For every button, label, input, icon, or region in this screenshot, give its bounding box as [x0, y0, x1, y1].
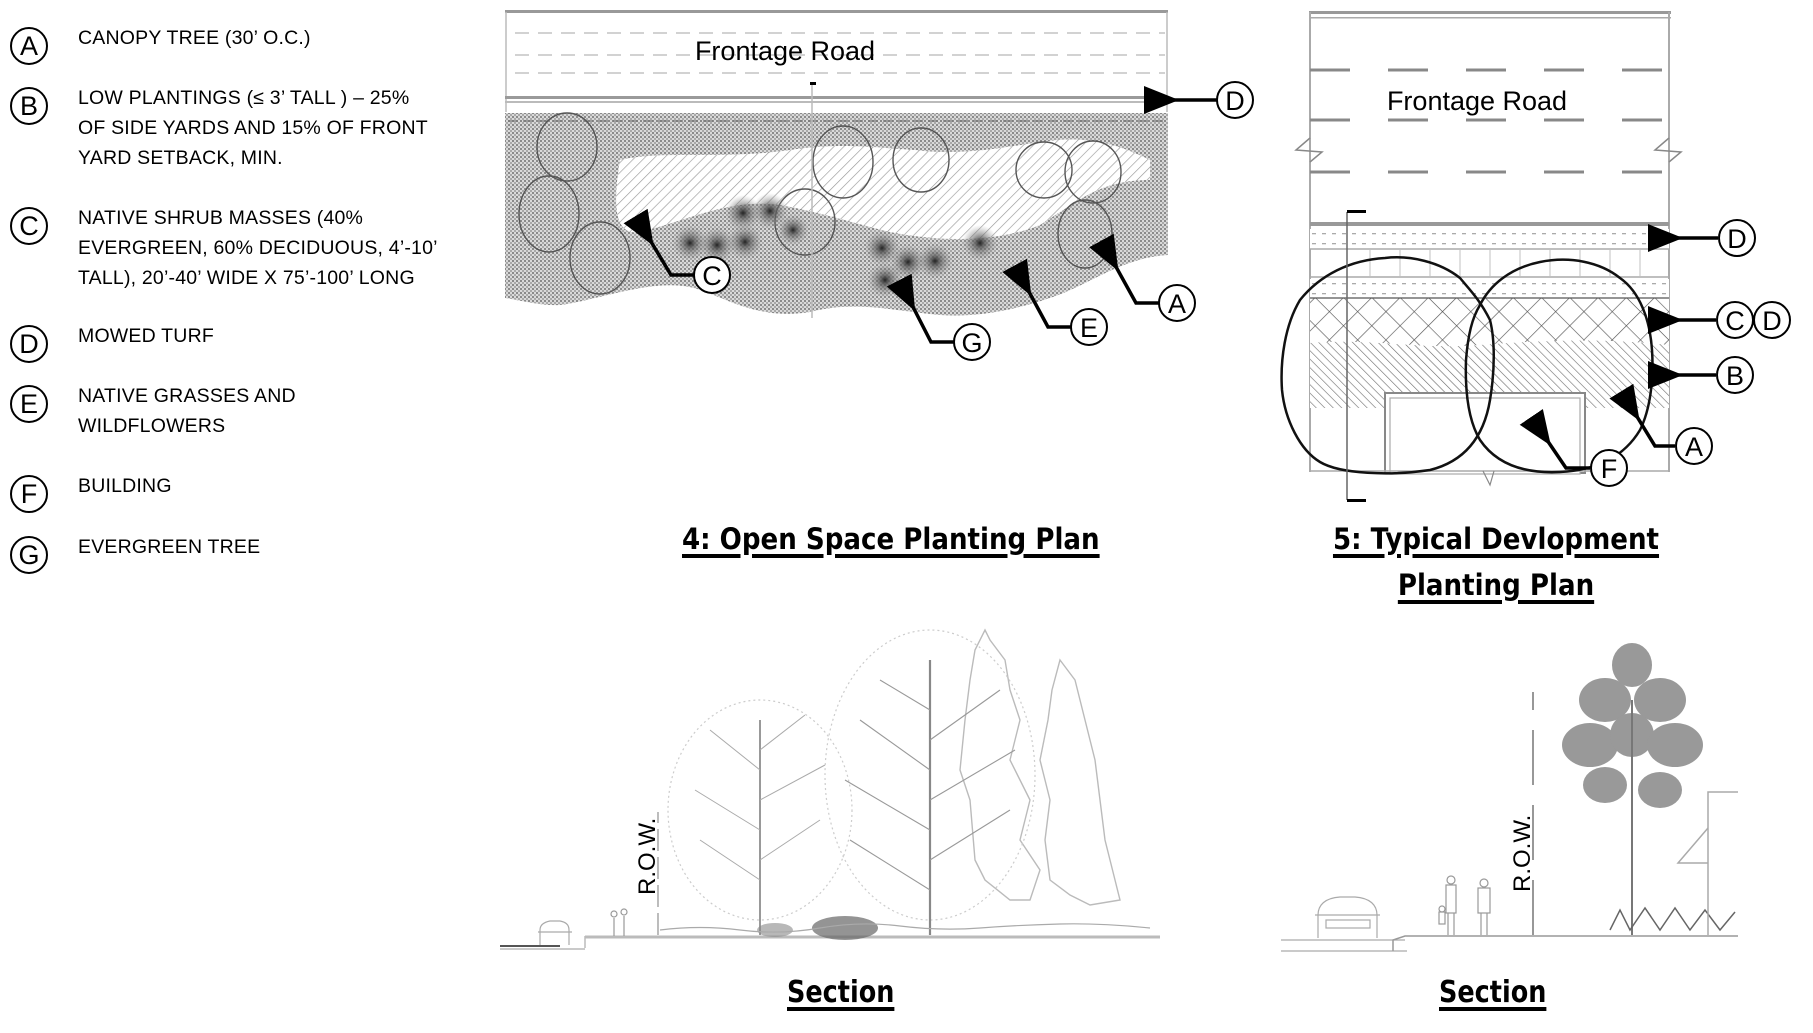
section4-grasses	[659, 923, 1151, 933]
section4-title: Section	[787, 975, 895, 1010]
legend-badge-a: A	[10, 27, 48, 65]
svg-text:D: D	[1762, 306, 1782, 336]
plan5-canopy-tree-1	[1280, 256, 1495, 475]
section4-deciduous-tree-2	[824, 629, 1036, 935]
section5-pedestrians-icon	[1438, 875, 1491, 935]
legend-item-a: A CANOPY TREE (30’ O.C.)	[10, 27, 310, 65]
legend-badge-g: G	[10, 536, 48, 574]
section4-evergreen-tree-2	[1039, 658, 1121, 906]
plan5-canopy-tree-2	[1464, 258, 1654, 474]
legend-badge-f: F	[10, 475, 48, 513]
plan5-sidewalk	[1369, 250, 1641, 276]
legend-item-b: B LOW PLANTINGS (≤ 3’ TALL ) – 25% OF SI…	[10, 87, 428, 169]
section5-drawing: R.O.W.	[1281, 643, 1738, 952]
plan5-lane-markings	[1310, 68, 1665, 174]
svg-text:G: G	[961, 328, 982, 358]
legend-label-g: EVERGREEN TREE	[78, 536, 261, 558]
section4-row-label: R.O.W.	[634, 818, 661, 895]
plan4-drawing: Frontage Road	[505, 10, 1254, 361]
plan5-callout-f: F	[1519, 408, 1628, 487]
legend-item-g: G EVERGREEN TREE	[10, 536, 260, 574]
section4-evergreen-tree-1	[959, 628, 1041, 901]
plan4-road-edge-top	[505, 10, 1168, 13]
section5-tree	[1562, 643, 1703, 935]
legend-item-c: C NATIVE SHRUB MASSES (40% EVERGREEN, 60…	[10, 207, 437, 289]
legend-label-c: NATIVE SHRUB MASSES (40% EVERGREEN, 60% …	[78, 207, 438, 289]
section5-shrubs	[1609, 906, 1736, 932]
section4-car-icon	[538, 920, 572, 945]
svg-text:A: A	[1168, 289, 1186, 319]
svg-text:C: C	[702, 261, 722, 291]
section5-ground-line	[1392, 935, 1738, 951]
plan5-title-line2: Planting Plan	[1397, 568, 1595, 602]
plan4-road-label: Frontage Road	[695, 36, 875, 66]
plan4-title: 4: Open Space Planting Plan	[682, 522, 1100, 556]
legend-item-d: D MOWED TURF	[10, 325, 214, 363]
section5-car-icon	[1315, 896, 1380, 938]
legend-label-e: NATIVE GRASSES AND WILDFLOWERS	[78, 385, 296, 437]
legend-label-f: BUILDING	[78, 475, 172, 497]
plan5-callout-a: A	[1609, 383, 1713, 465]
plan5-break-right	[1653, 137, 1683, 163]
legend-item-e: E NATIVE GRASSES AND WILDFLOWERS	[10, 385, 296, 437]
section5-title: Section	[1439, 975, 1547, 1010]
plan5-callout-b: B	[1648, 356, 1754, 394]
section4-drawing: R.O.W.	[500, 628, 1160, 950]
section5-building	[1707, 791, 1738, 935]
svg-text:E: E	[1080, 313, 1098, 343]
plan5-callout-d-top: D	[1648, 219, 1756, 257]
plan5-low-planting	[1310, 340, 1669, 408]
plan4-curb	[505, 96, 1168, 99]
plan4-callout-a: A	[1089, 233, 1196, 322]
plan4-lane-markings	[515, 32, 1165, 74]
plan5-turf-strip	[1310, 229, 1669, 249]
svg-text:F: F	[1601, 454, 1618, 484]
plan4-callout-c: C	[623, 208, 731, 294]
section5-row-label: R.O.W.	[1509, 815, 1536, 892]
plan5-callout-c-d: C D	[1648, 301, 1791, 339]
legend-badge-d: D	[10, 325, 48, 363]
plan5-break-left	[1294, 137, 1324, 163]
legend-badge-b: B	[10, 87, 48, 125]
svg-text:C: C	[1725, 306, 1745, 336]
svg-text:B: B	[1726, 361, 1744, 391]
legend-badge-c: C	[10, 207, 48, 245]
plan5-title-line1: 5: Typical Devlopment	[1332, 522, 1660, 556]
svg-text:A: A	[1685, 432, 1703, 462]
legend-badge-e: E	[10, 385, 48, 423]
plan4-canopy-trees	[518, 112, 1122, 295]
section4-pedestrians-icon	[610, 908, 628, 936]
legend-label-d: MOWED TURF	[78, 325, 214, 347]
plan4-callout-e: E	[1002, 258, 1108, 346]
plan5-road-label: Frontage Road	[1387, 86, 1567, 116]
legend-item-f: F BUILDING	[10, 475, 172, 513]
legend-label-b: LOW PLANTINGS (≤ 3’ TALL ) – 25% OF SIDE…	[78, 87, 428, 169]
plan4-turf-strip	[505, 101, 1168, 103]
plan5-curb	[1310, 222, 1669, 226]
svg-text:D: D	[1225, 86, 1245, 116]
plan5-front-turf	[1310, 279, 1669, 298]
legend-label-a: CANOPY TREE (30’ O.C.)	[78, 27, 311, 49]
plan4-evergreen-trees	[672, 193, 998, 298]
plan4-callout-d: D	[1144, 81, 1254, 119]
section4-deciduous-tree-1	[667, 699, 853, 935]
plan4-callout-g: G	[886, 273, 991, 361]
svg-text:D: D	[1727, 224, 1747, 254]
plan4-section-cut-tick	[810, 82, 816, 85]
plan5-road-edge-top	[1309, 11, 1671, 14]
section4-shrub-mass	[757, 916, 878, 940]
plan5-drawing: Frontage Road	[1280, 11, 1791, 502]
